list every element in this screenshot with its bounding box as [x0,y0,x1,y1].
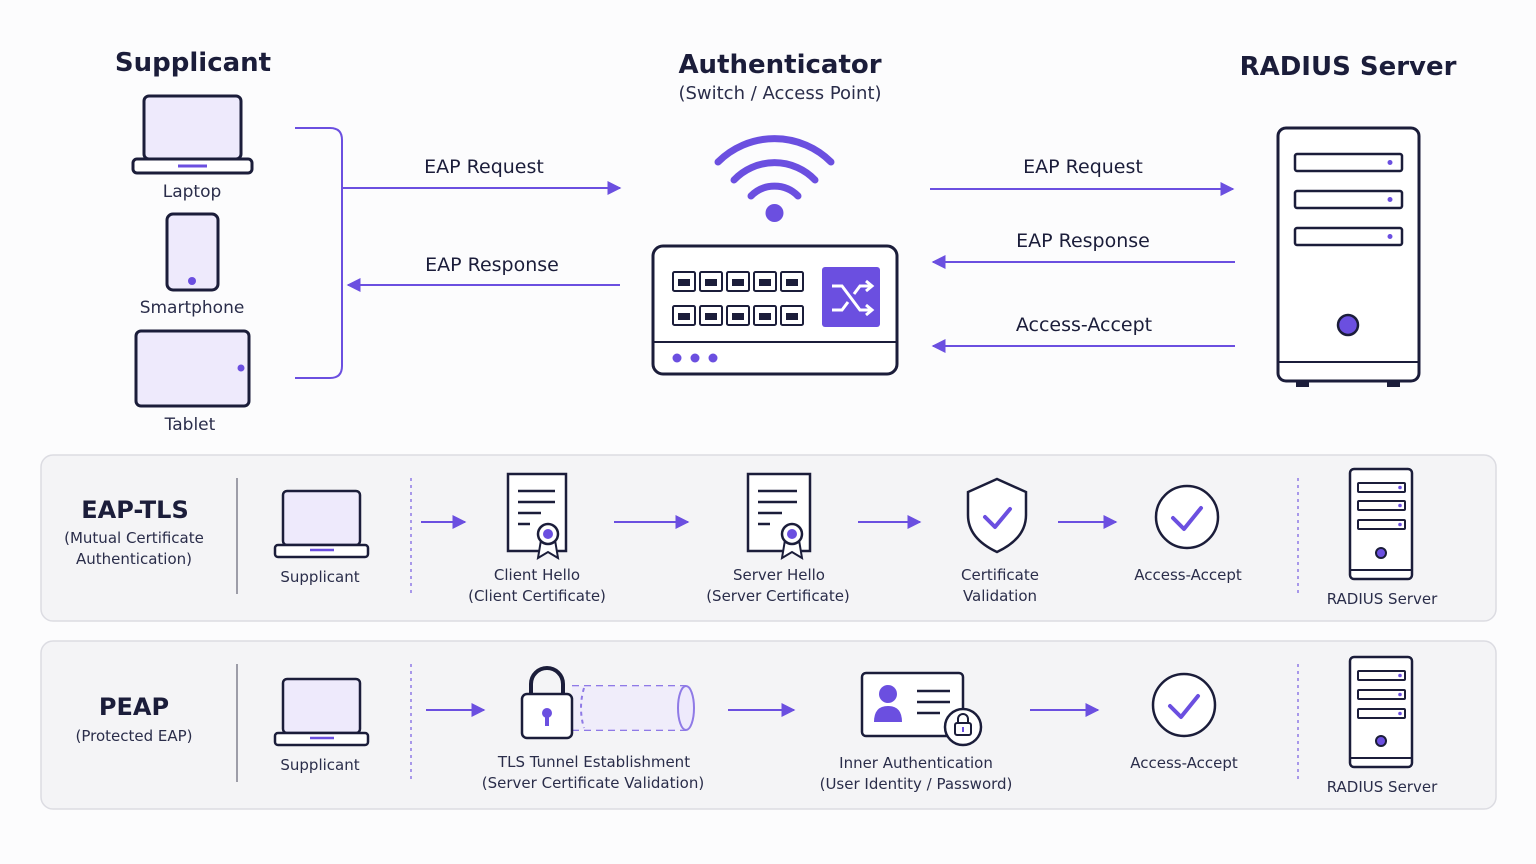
eap-tls-radius-label: RADIUS Server [1327,590,1438,608]
eap-request-label-left: EAP Request [424,156,544,178]
laptop-label: Laptop [163,182,222,202]
port-socket [786,313,798,320]
radius-title: RADIUS Server [1240,52,1457,82]
server-icon [1348,655,1414,769]
eap-response-label-left: EAP Response [425,254,559,276]
authenticator-title: Authenticator [678,50,881,80]
port-socket [678,313,690,320]
shuffle-icon [822,267,880,327]
check-circle-icon [1154,484,1220,550]
eap-tls-subtitle-2: Authentication) [76,550,192,568]
certificate-icon [746,472,812,560]
tunnel-sub: (Server Certificate Validation) [482,774,704,792]
inner-auth-sub: (User Identity / Password) [820,775,1013,793]
peap-supplicant-label: Supplicant [280,756,359,774]
smartphone-label: Smartphone [140,298,245,318]
eap-tls-title: EAP-TLS [81,496,189,524]
access-accept-label-right: Access-Accept [1016,314,1152,336]
supplicant-title: Supplicant [115,48,271,78]
tunnel-label: TLS Tunnel Establishment [497,753,690,771]
port-socket [705,279,717,286]
certificate-icon [506,472,568,560]
port-socket [705,313,717,320]
eap-tls-supplicant-label: Supplicant [280,568,359,586]
server-icon [1348,467,1414,581]
cert-validation-sub: Validation [963,587,1037,605]
wifi-icon [714,135,835,222]
server-hello-sub: (Server Certificate) [706,587,850,605]
peap-title: PEAP [99,693,169,721]
port-socket [732,313,744,320]
supplicant-bracket [295,127,343,379]
authenticator-subtitle: (Switch / Access Point) [678,83,881,104]
port-socket [786,279,798,286]
server-hello-label: Server Hello [733,566,825,584]
port-socket [759,279,771,286]
eap-tls-subtitle-1: (Mutual Certificate [64,529,204,547]
shield-check-icon [966,477,1028,554]
check-circle-icon [1151,672,1217,738]
peap-radius-label: RADIUS Server [1327,778,1438,796]
port-socket [759,313,771,320]
server-icon [1276,126,1421,387]
laptop-icon [131,94,254,175]
inner-auth-label: Inner Authentication [839,754,993,772]
tablet-label: Tablet [164,415,216,435]
client-hello-sub: (Client Certificate) [468,587,606,605]
id-card-icon [860,671,965,738]
client-hello-label: Client Hello [494,566,580,584]
port-socket [678,279,690,286]
smartphone-icon [165,212,220,292]
peap-panel [40,640,1497,810]
cert-validation-label: Certificate [961,566,1039,584]
port-socket [732,279,744,286]
laptop-icon [273,677,370,747]
tls-tunnel-icon [572,685,695,731]
eap-tls-accept-label: Access-Accept [1134,566,1242,584]
laptop-icon [273,489,370,559]
eap-response-label-right: EAP Response [1016,230,1150,252]
peap-subtitle: (Protected EAP) [75,727,192,745]
lock-icon [520,666,574,740]
switch-icon [651,244,899,376]
eap-request-label-right: EAP Request [1023,156,1143,178]
peap-accept-label: Access-Accept [1130,754,1238,772]
tablet-icon [134,329,251,408]
lock-badge-icon [943,707,983,747]
